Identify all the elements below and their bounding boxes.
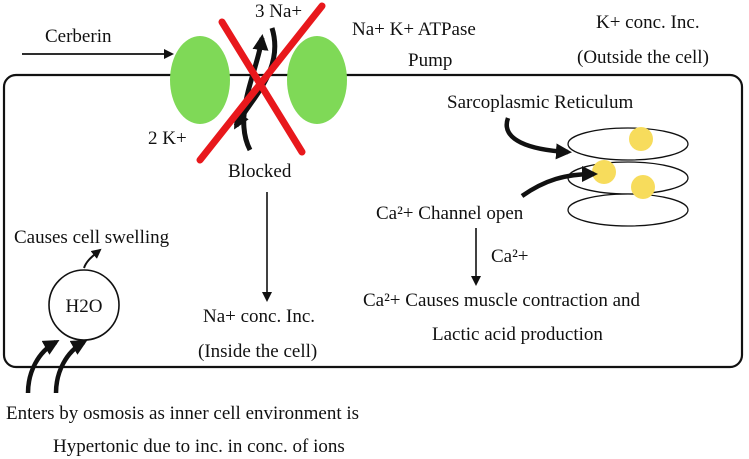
sr-disc-bottom — [567, 193, 689, 227]
water-molecule — [48, 269, 120, 341]
ca-release-arrow — [520, 166, 598, 198]
sr-disc-middle — [567, 161, 689, 195]
water-label: H2O — [66, 296, 103, 317]
swelling-arrow — [83, 248, 102, 269]
calcium-ion — [629, 127, 653, 151]
na-inside-line1: Na+ conc. Inc. — [203, 306, 315, 327]
sr-pointer-arrow — [504, 117, 572, 160]
blocked-label: Blocked — [228, 161, 292, 182]
calcium-ion — [592, 160, 616, 184]
cell-membrane — [2, 73, 744, 369]
pump-label-line1: Na+ K+ ATPase — [352, 19, 476, 40]
ca-effect-line2: Lactic acid production — [432, 324, 603, 345]
osmosis-line2: Hypertonic due to inc. in conc. of ions — [53, 436, 345, 457]
k-ions-label: 2 K+ — [148, 128, 187, 149]
na-ions-label: 3 Na+ — [255, 1, 302, 22]
block-cross-stroke-2 — [196, 2, 326, 164]
swelling-label: Causes cell swelling — [14, 227, 170, 248]
pump-right-subunit — [287, 36, 347, 124]
k-outside-line1: K+ conc. Inc. — [596, 12, 700, 33]
na-inside-line2: (Inside the cell) — [198, 341, 317, 362]
osmosis-line1: Enters by osmosis as inner cell environm… — [6, 403, 359, 424]
cerberin-label: Cerberin — [45, 26, 112, 47]
ca-channel-label: Ca²+ Channel open — [376, 203, 524, 224]
osmosis-arrow-left — [25, 340, 60, 394]
na-efflux-arrow — [241, 34, 269, 152]
ca-effect-line1: Ca²+ Causes muscle contraction and — [363, 290, 641, 311]
pump-label-line2: Pump — [408, 50, 452, 71]
sarcoplasmic-reticulum — [567, 127, 689, 227]
k-outside-line2: (Outside the cell) — [577, 47, 709, 68]
osmosis-arrow-right — [53, 340, 88, 394]
calcium-ion — [631, 175, 655, 199]
sr-disc-top — [567, 127, 689, 161]
pump-left-subunit — [170, 36, 230, 124]
ca-ion-label: Ca²+ — [491, 246, 529, 267]
sarcoplasmic-label: Sarcoplasmic Reticulum — [447, 92, 633, 113]
atpase-pump — [170, 2, 347, 164]
